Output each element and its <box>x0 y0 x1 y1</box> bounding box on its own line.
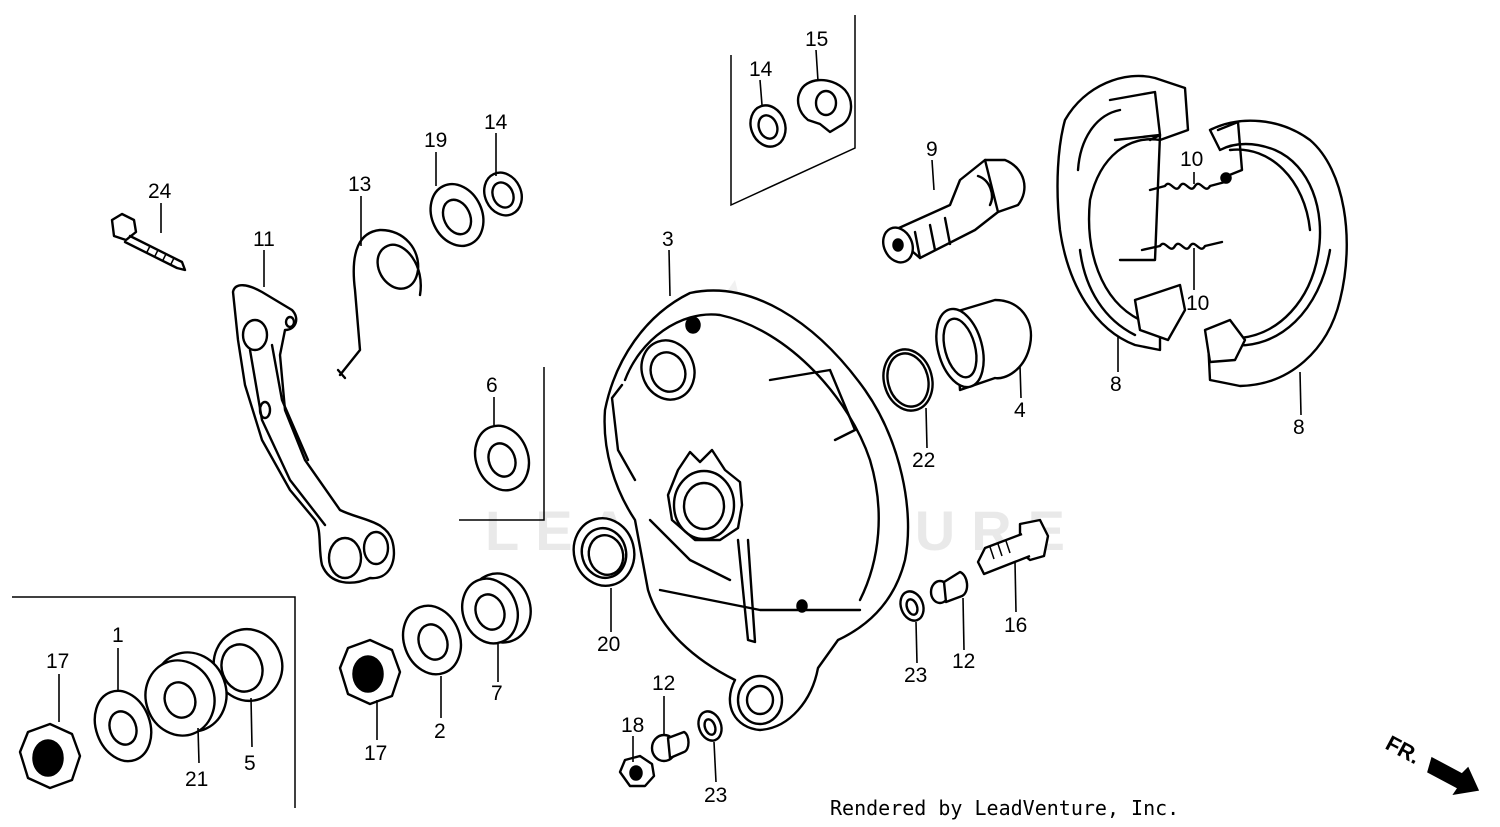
pin-part-12b <box>929 570 969 605</box>
callout-12a: 12 <box>652 672 675 695</box>
washer-part-23a <box>697 710 723 742</box>
callout-5: 5 <box>244 752 256 775</box>
callout-20: 20 <box>597 633 620 656</box>
callout-14b: 14 <box>749 58 773 81</box>
spacer-part-21 <box>144 651 228 737</box>
callout-17b: 17 <box>364 742 387 765</box>
brake-shoe-part-8b <box>1203 119 1348 388</box>
callout-14a: 14 <box>484 111 508 134</box>
callout-7: 7 <box>491 682 503 705</box>
brake-arm-part-11 <box>231 284 396 584</box>
callout-11: 11 <box>253 228 275 251</box>
seal-part-14b <box>749 104 787 148</box>
bolt-part-16 <box>976 518 1050 576</box>
callout-10b: 10 <box>1186 292 1209 315</box>
callout-leader-lines <box>58 49 1302 783</box>
callout-17a: 17 <box>46 650 69 673</box>
bolt-part-18 <box>618 754 656 788</box>
callout-19: 19 <box>424 129 447 152</box>
washer-part-1 <box>93 689 153 763</box>
front-direction-arrow: FR. <box>1382 730 1480 796</box>
callout-9: 9 <box>926 138 938 161</box>
callout-23b: 23 <box>904 664 927 687</box>
callout-23a: 23 <box>704 784 727 807</box>
callout-13: 13 <box>348 173 371 196</box>
nut-part-17b <box>338 638 402 706</box>
callout-6: 6 <box>486 374 498 397</box>
shoe-spring-part-10a <box>1148 180 1227 192</box>
nut-part-17a <box>18 722 82 790</box>
rendered-by-credit: Rendered by LeadVenture, Inc. <box>830 796 1180 820</box>
lock-plate-part-15 <box>796 78 853 134</box>
callout-12b: 12 <box>952 650 975 673</box>
brake-shoe-part-8a <box>1056 74 1190 352</box>
dust-seal-part-20 <box>572 517 636 587</box>
callout-18: 18 <box>621 714 644 737</box>
front-direction-label: FR. <box>1382 730 1425 769</box>
group-box-lines <box>12 15 856 808</box>
cam-collar-part-4 <box>935 298 1033 392</box>
callout-22: 22 <box>912 449 935 472</box>
callout-10a: 10 <box>1180 148 1203 171</box>
callout-21: 21 <box>185 768 208 791</box>
callout-3: 3 <box>662 228 674 251</box>
return-spring-part-13 <box>336 228 422 380</box>
washer-part-23b <box>899 590 925 622</box>
callout-8b: 8 <box>1293 416 1305 439</box>
washer-part-19 <box>429 182 485 248</box>
bearing-part-7 <box>461 572 532 645</box>
callout-16: 16 <box>1004 614 1027 637</box>
bolt-part-24 <box>110 212 187 272</box>
callout-24: 24 <box>148 180 172 203</box>
washer-part-2 <box>401 604 463 676</box>
brake-cam-part-9 <box>882 158 1026 264</box>
pin-part-12a <box>650 730 690 763</box>
shoe-spring-part-10b <box>1140 240 1224 252</box>
seal-part-14a <box>483 171 523 217</box>
callout-2: 2 <box>434 720 446 743</box>
brake-panel-part-3 <box>603 289 910 732</box>
callout-4: 4 <box>1014 399 1026 422</box>
callout-8a: 8 <box>1110 373 1122 396</box>
o-ring-part-22 <box>882 348 934 412</box>
washer-part-6 <box>473 424 531 492</box>
callout-1: 1 <box>112 624 124 647</box>
callout-numbers: 24 11 13 19 14 14 15 9 3 6 10 10 8 8 4 2… <box>46 28 1305 807</box>
callout-15: 15 <box>805 28 828 51</box>
